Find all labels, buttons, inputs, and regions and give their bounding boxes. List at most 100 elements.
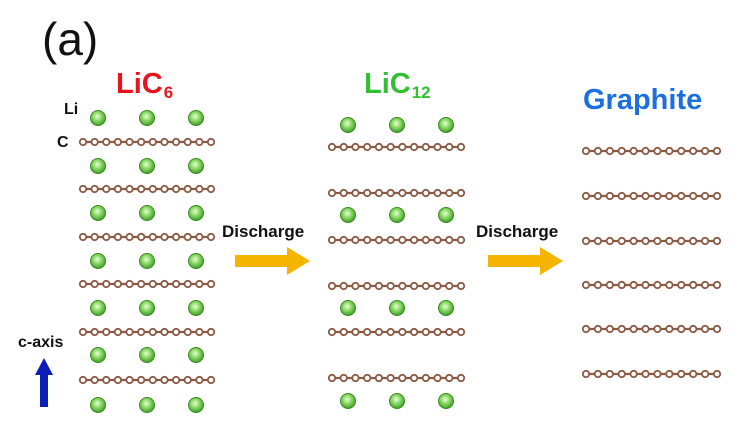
carbon-atom (171, 375, 181, 385)
lic12-lithium-layer (340, 393, 454, 409)
carbon-atom (206, 327, 216, 337)
lithium-atom (438, 207, 454, 223)
lithium-atom (389, 393, 405, 409)
carbon-atom (374, 188, 384, 198)
carbon-atom (183, 327, 192, 337)
lic12-lithium-layer (340, 300, 454, 316)
carbon-atom (90, 327, 99, 337)
carbon-atom (102, 137, 111, 147)
lic6-lithium-layer (90, 347, 204, 363)
carbon-atom (386, 327, 395, 337)
carbon-atom (409, 188, 419, 198)
carbon-atom (351, 142, 360, 152)
carbon-atom (327, 142, 337, 152)
lithium-atom (389, 207, 405, 223)
c-axis-label: c-axis (18, 334, 64, 351)
carbon-atom (409, 327, 419, 337)
carbon-atom (641, 280, 650, 290)
carbon-atom (641, 146, 650, 156)
carbon-atom (433, 327, 442, 337)
carbon-atom (617, 324, 626, 334)
c-axis-arrow (35, 358, 53, 407)
lic6-lithium-layer (90, 300, 204, 316)
carbon-atom (137, 327, 146, 337)
carbon-atom (456, 327, 466, 337)
carbon-atom (339, 142, 348, 152)
carbon-atom (327, 327, 337, 337)
carbon-atom (689, 146, 698, 156)
carbon-atom (137, 184, 146, 194)
carbon-atom (327, 373, 337, 383)
lithium-atom (188, 300, 204, 316)
carbon-atom (665, 324, 674, 334)
carbon-atom (700, 369, 710, 379)
graphite-carbon-layer (581, 324, 722, 334)
carbon-atom (700, 280, 710, 290)
carbon-atom (195, 375, 204, 385)
carbon-atom (653, 369, 662, 379)
carbon-atom (677, 146, 686, 156)
carbon-atom (386, 142, 395, 152)
carbon-atom (641, 369, 650, 379)
carbon-atom (605, 280, 614, 290)
carbon-atom (386, 373, 395, 383)
carbon-atom (363, 235, 372, 245)
carbon-atom (641, 324, 650, 334)
lic6-lithium-layer (90, 253, 204, 269)
title-lic12-main: LiC (364, 68, 411, 100)
carbon-atom (363, 373, 372, 383)
discharge-arrow-2 (488, 247, 563, 275)
carbon-atom (712, 236, 722, 246)
carbon-atom (629, 324, 638, 334)
carbon-atom (351, 373, 360, 383)
carbon-atom (700, 146, 710, 156)
carbon-atom (386, 188, 395, 198)
carbon-atom (113, 184, 123, 194)
lithium-atom (340, 207, 356, 223)
carbon-atom (689, 280, 698, 290)
lic6-lithium-layer (90, 110, 204, 126)
carbon-atom (593, 146, 603, 156)
lic12-carbon-layer (327, 373, 466, 383)
carbon-atom (363, 188, 372, 198)
carbon-atom (195, 327, 204, 337)
carbon-atom (137, 375, 146, 385)
lic12-carbon-layer (327, 235, 466, 245)
lithium-atom (438, 117, 454, 133)
carbon-atom (78, 375, 88, 385)
carbon-atom (653, 324, 662, 334)
carbon-atom (183, 184, 192, 194)
carbon-atom (712, 324, 722, 334)
carbon-atom (78, 137, 88, 147)
lithium-atom (139, 205, 155, 221)
carbon-atom (351, 188, 360, 198)
carbon-atom (102, 184, 111, 194)
carbon-atom (653, 146, 662, 156)
carbon-atom (677, 324, 686, 334)
carbon-atom (456, 188, 466, 198)
carbon-atom (398, 373, 407, 383)
carbon-atom (712, 146, 722, 156)
carbon-atom (90, 279, 99, 289)
carbon-atom (148, 137, 157, 147)
carbon-atom (206, 137, 216, 147)
carbon-atom (445, 327, 454, 337)
carbon-atom (102, 327, 111, 337)
lic6-carbon-layer (78, 137, 216, 147)
carbon-atom (102, 232, 111, 242)
carbon-atom (617, 146, 626, 156)
carbon-atom (689, 324, 698, 334)
carbon-atom (421, 142, 430, 152)
carbon-atom (629, 146, 638, 156)
carbon-atom (351, 235, 360, 245)
carbon-atom (398, 142, 407, 152)
lic6-carbon-layer (78, 375, 216, 385)
carbon-atom (78, 279, 88, 289)
carbon-atom (195, 137, 204, 147)
carbon-atom (689, 369, 698, 379)
discharge-label-2: Discharge (476, 222, 559, 241)
lithium-atom (340, 300, 356, 316)
carbon-atom (605, 369, 614, 379)
